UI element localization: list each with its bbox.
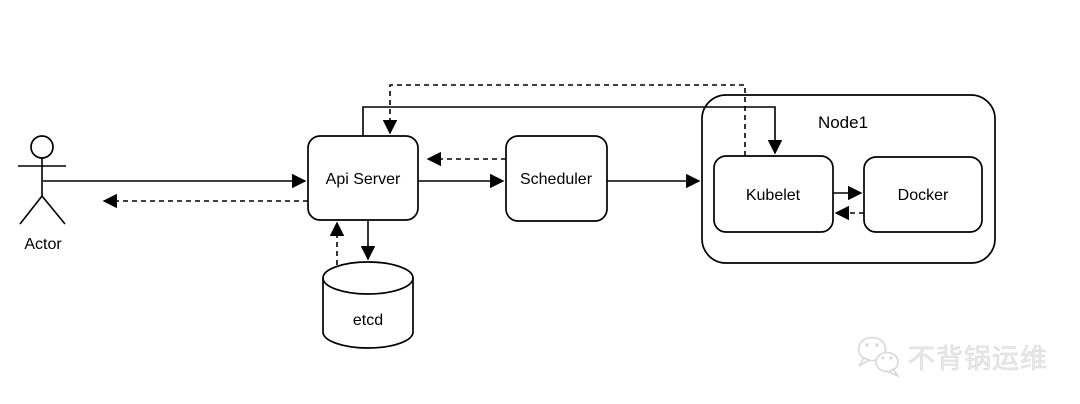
docker-label: Docker [898,187,949,204]
edges [43,84,864,265]
actor-figure: Actor [18,135,66,253]
watermark: 不背锅运维 [857,336,1048,378]
etcd-cylinder-top [322,261,414,295]
wechat-eye [889,356,893,360]
wechat-eye [875,343,879,347]
etcd-cylinder-body [322,278,414,349]
edge-apiserver-to-kubelet-solid [362,106,783,155]
wechat-bubble-large-tail [858,357,871,367]
scheduler-box [505,135,608,222]
wechat-eye [881,356,885,360]
api-server-label: Api Server [326,171,401,188]
docker-node: Docker [863,156,983,233]
actor-head [30,135,54,159]
scheduler-label: Scheduler [520,171,593,188]
node1-label: Node1 [818,113,868,132]
wechat-eye [865,343,869,347]
actor-leg-right [41,195,66,225]
actor-leg-left [19,195,43,225]
api-server-node: Api Server [307,135,419,221]
wechat-bubble-small-tail [887,367,901,378]
wechat-bubble-small [875,351,899,373]
etcd-node: etcd [322,261,414,349]
watermark-text: 不背锅运维 [908,344,1048,374]
etcd-label: etcd [353,312,383,329]
actor-label: Actor [24,236,62,253]
docker-box [863,156,983,233]
edge-kubelet-to-apiserver-dashed [382,84,746,156]
scheduler-node: Scheduler [505,135,608,222]
kubelet-label: Kubelet [746,187,801,204]
kubelet-node: Kubelet [713,155,834,233]
kubelet-box [713,155,834,233]
wechat-icon [857,336,901,378]
